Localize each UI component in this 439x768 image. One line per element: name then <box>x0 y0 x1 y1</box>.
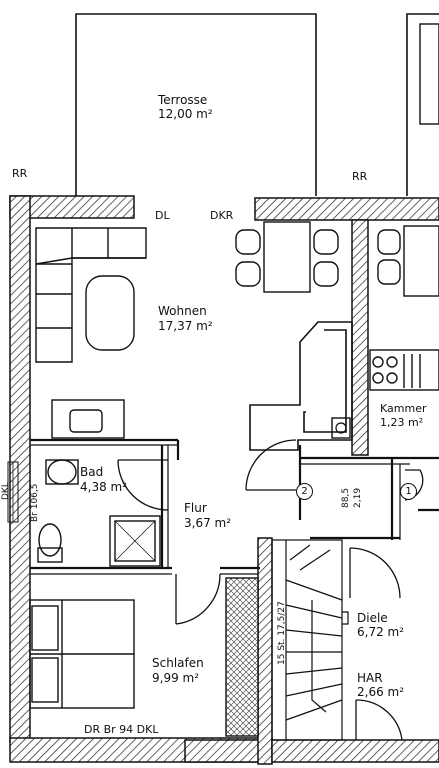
diele-name: Diele <box>357 611 388 625</box>
living-area: 17,37 m² <box>158 319 213 333</box>
bath-area: 4,38 m² <box>80 480 128 494</box>
bed <box>29 599 135 709</box>
terrace-name: Terrosse <box>158 93 208 107</box>
stair-label: 15 St. 17,5/27 <box>277 601 287 665</box>
side-note-short: DKL <box>1 482 11 500</box>
rr-left-label: RR <box>12 167 28 180</box>
dl-label: DL <box>155 209 170 222</box>
sofa <box>35 227 147 363</box>
dim-b: 2,19 <box>353 487 363 508</box>
dkr-label: DKR <box>210 209 234 222</box>
dining-table <box>235 221 339 293</box>
hall-area: 3,67 m² <box>184 516 232 530</box>
outer-walls <box>9 195 439 765</box>
interior-walls <box>30 438 439 575</box>
har-area: 2,66 m² <box>357 685 405 699</box>
living-name: Wohnen <box>158 304 207 318</box>
wardrobe <box>225 577 259 737</box>
terrace <box>75 13 439 196</box>
bedroom-area: 9,99 m² <box>152 671 200 685</box>
desk <box>51 399 125 439</box>
bedroom-name: Schlafen <box>152 656 204 670</box>
terrace-area: 12,00 m² <box>158 107 213 121</box>
marker-1: 1 <box>400 483 417 500</box>
staircase <box>271 539 349 741</box>
coffee-table <box>85 275 135 351</box>
rr-right-label: RR <box>352 170 368 183</box>
marker-2: 2 <box>296 483 313 500</box>
pantry-area: 1,23 m² <box>380 416 424 429</box>
bottom-note: DR Br 94 DKL <box>84 723 159 736</box>
hall-name: Flur <box>184 501 207 515</box>
bath-fixtures <box>37 459 161 567</box>
diele-area: 6,72 m² <box>357 625 405 639</box>
har-name: HAR <box>357 671 383 685</box>
kitchen-right <box>369 225 439 391</box>
kitchen-counter <box>249 321 353 451</box>
shaft <box>331 417 351 439</box>
side-note: Br 106,5 <box>30 483 40 522</box>
bath-name: Bad <box>80 465 104 479</box>
pantry-name: Kammer <box>380 402 427 415</box>
